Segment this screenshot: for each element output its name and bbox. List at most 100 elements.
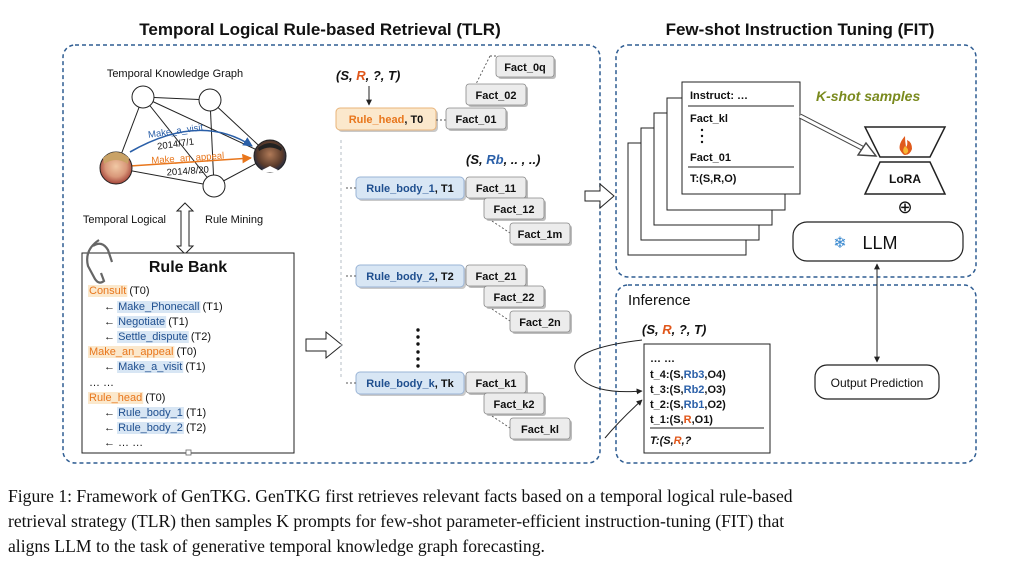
rule-highlight [88, 392, 144, 404]
entity-photo-left [99, 151, 133, 185]
fact-box: Fact_01 [445, 107, 508, 131]
fact-rect [483, 285, 545, 308]
text-part: R [674, 435, 682, 447]
connector [475, 55, 491, 85]
edge-date-visit: 2014/7/1 [157, 137, 195, 153]
text-part: (T1) [165, 316, 188, 328]
text-part: , ?, T) [365, 68, 401, 83]
prompt-target: T:(S,R,O) [690, 173, 737, 185]
llm-box [792, 221, 964, 262]
lora-bottom-block [863, 161, 947, 195]
rule-highlight [117, 331, 189, 343]
inference-line: t_2:(S,Rb1,O2) [650, 399, 726, 411]
inference-query: (S, R, ?, T) [642, 322, 706, 337]
appeal-edge [129, 153, 252, 167]
fact-rect [483, 197, 545, 220]
rule-highlight [117, 422, 184, 434]
text-part: ,O3) [704, 384, 726, 396]
rule-highlight [117, 301, 201, 313]
fact-box: Fact_0q [495, 55, 556, 79]
text-part: Rule_body_2 [118, 422, 183, 434]
kshot-arrow-shaft-inner [799, 114, 867, 152]
retrieval-to-card-arrow [604, 399, 643, 439]
tkg-node [202, 174, 226, 198]
paperclip-icon-part [92, 242, 114, 263]
fact-label: Fact_k1 [476, 378, 517, 390]
prompt-fact-01: Fact_01 [690, 152, 731, 164]
rule-label: Rule_body_k, Tk [366, 378, 454, 390]
snowflake-icon: ❄ [833, 235, 846, 252]
text-part: ← [104, 361, 118, 373]
fact-label: Fact_k2 [494, 399, 535, 411]
output-label: Output Prediction [831, 376, 924, 390]
fact-box: Fact_21 [465, 264, 528, 288]
fact-label: Fact_1m [518, 229, 563, 241]
rule-bank-line: Consult (T0) [89, 285, 150, 297]
text-part: ← [104, 331, 118, 343]
text-part: Consult [89, 285, 126, 297]
inference-line: t_1:(S,R,O1) [650, 414, 713, 426]
lora-label: LoRA [889, 172, 921, 186]
text-part: Negotiate [118, 316, 165, 328]
rule-body-box: Rule_body_k, Tk [355, 371, 466, 396]
output-box [814, 364, 940, 400]
fact-rect [509, 310, 571, 333]
fact-box: Fact_k2 [483, 392, 546, 416]
text-part: ,? [681, 435, 692, 447]
fact-label: Fact_0q [504, 62, 546, 74]
rule-rect [335, 107, 437, 131]
inference-prompt-lines: … …t_4:(S,Rb3,O4)t_3:(S,Rb2,O3)t_2:(S,Rb… [650, 353, 726, 426]
connector [491, 415, 511, 429]
rule-highlight [117, 316, 167, 328]
fact-label: Fact_12 [494, 204, 535, 216]
text-part: t_3:(S, [650, 384, 684, 396]
rule-label: Rule_body_2, T2 [366, 271, 453, 283]
rule-label: Rule_body_1, T1 [366, 183, 453, 195]
query-rb-text: (S, Rb, .. , ..) [466, 152, 540, 167]
framework-figure: Temporal Logical Rule-based Retrieval (T… [62, 20, 977, 464]
caption-line-1: Figure 1: Framework of GenTKG. GenTKG fi… [8, 486, 793, 506]
fact-box: Fact_2n [509, 310, 572, 334]
fact-rect [445, 107, 507, 130]
text-part: t_4:(S, [650, 369, 684, 381]
rule-bank-line: Make_an_appeal (T0) [89, 346, 197, 358]
text-part: R [684, 414, 692, 426]
text-part: ← … … [104, 437, 143, 449]
text-part: (T2) [188, 331, 211, 343]
text-part: R [356, 68, 366, 83]
text-part: (T1) [183, 407, 206, 419]
text-part: (T0) [142, 392, 165, 404]
rule-highlight [117, 361, 184, 373]
rule-time: , T1 [435, 183, 454, 195]
query-to-card-arrow [574, 339, 643, 395]
text-part: ← [104, 407, 118, 419]
rule-highlight [117, 407, 184, 419]
fact-label: Fact_2n [519, 317, 561, 329]
mining-label-right: Rule Mining [205, 214, 263, 226]
rule-bank-line: ← Rule_body_1 (T1) [104, 407, 206, 419]
text-part: (T1) [199, 301, 222, 313]
fact-box: Fact_12 [483, 197, 546, 221]
rule-highlight [88, 285, 128, 297]
rule-name: Rule_body_2 [366, 271, 434, 283]
fact-box: Fact_02 [465, 83, 528, 107]
bank-to-retrieval-arrow [305, 330, 343, 360]
text-part: (S, [466, 152, 486, 167]
text-part: (S, [336, 68, 356, 83]
fact-rect [495, 55, 555, 78]
rule-bank-line: ← Settle_dispute (T2) [104, 331, 211, 343]
rule-body-box: Rule_body_1, T1 [355, 176, 466, 201]
rule-body-box: Rule_body_2, T2 [355, 264, 466, 289]
caption-line-3: aligns LLM to the task of generative tem… [8, 536, 545, 556]
text-part: (S, [642, 322, 662, 337]
text-part: ,O1) [692, 414, 714, 426]
prompt-dots [700, 128, 704, 144]
fact-label: Fact_11 [476, 183, 516, 195]
prompt-card [681, 81, 801, 195]
paperclip-icon [86, 239, 106, 284]
query-text: (S, R, ?, T) [336, 68, 400, 83]
fact-rect [509, 222, 571, 245]
fact-label: Fact_01 [456, 114, 497, 126]
fact-box: Fact_11 [465, 176, 528, 200]
text-part: Rb [486, 152, 503, 167]
